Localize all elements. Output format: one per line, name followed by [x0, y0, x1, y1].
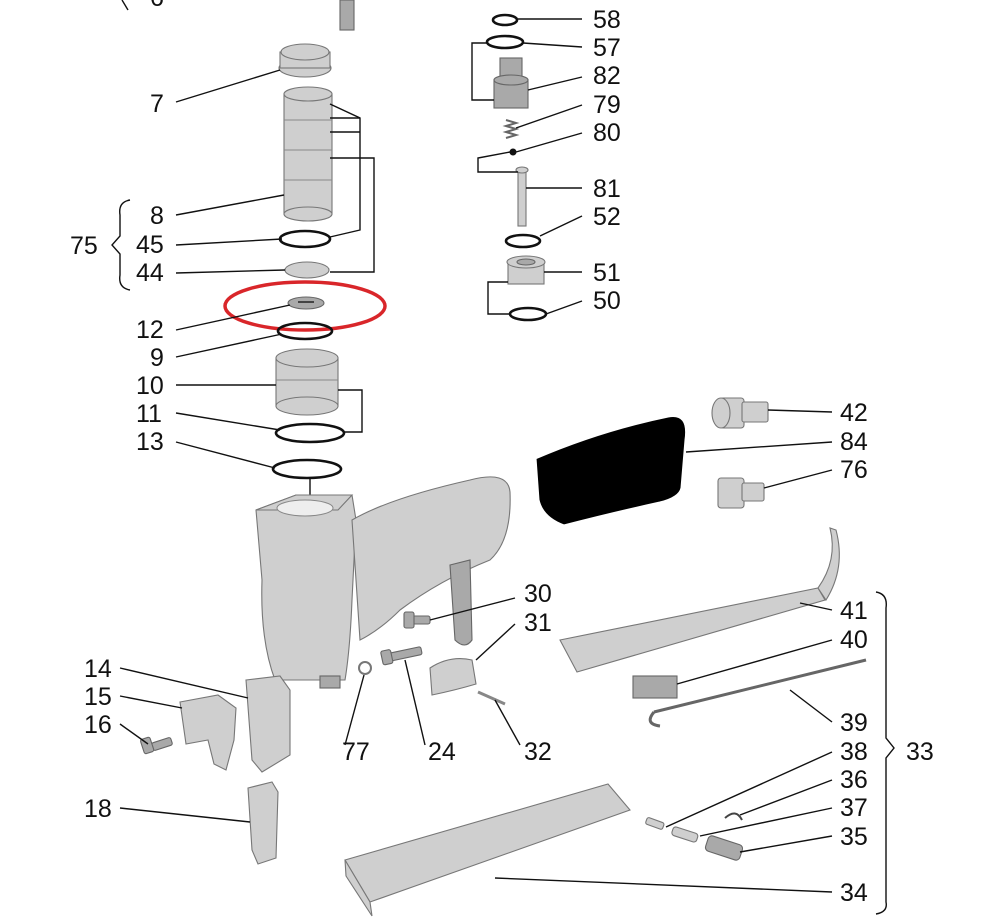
- part-6-rod: [339, 0, 355, 31]
- label-part-8: 8: [150, 202, 164, 230]
- label-part-37: 37: [840, 794, 868, 822]
- part-12-disc: [287, 296, 325, 310]
- label-part-34: 34: [840, 879, 868, 907]
- brace-75: [111, 199, 131, 291]
- label-part-6: 6: [150, 0, 164, 12]
- part-8-cylinder: [283, 86, 333, 222]
- part-11-o-ring: [274, 422, 346, 444]
- label-part-16: 16: [84, 711, 112, 739]
- label-part-39: 39: [840, 709, 868, 737]
- label-group-33: 33: [906, 738, 934, 766]
- main-housing: [255, 476, 511, 689]
- part-32-pin: [477, 690, 506, 706]
- leaders-valve-stack: [471, 18, 583, 315]
- part-35-sleeve: [704, 835, 744, 861]
- part-77-ring: [358, 661, 372, 675]
- label-part-44: 44: [136, 259, 164, 287]
- label-part-12: 12: [136, 316, 164, 344]
- brace-33: [875, 591, 895, 915]
- label-part-32: 32: [524, 738, 552, 766]
- part-14-plate: [245, 675, 291, 773]
- label-part-14: 14: [84, 655, 112, 683]
- label-part-42: 42: [840, 399, 868, 427]
- part-38-pin: [645, 817, 665, 830]
- leaders-fittings: [685, 409, 833, 489]
- part-13-o-ring: [271, 458, 343, 480]
- label-part-84: 84: [840, 428, 868, 456]
- part-82-valve: [493, 57, 529, 109]
- part-24-pin: [380, 646, 423, 666]
- part-40-block: [632, 675, 678, 699]
- part-42-fitting: [711, 397, 769, 429]
- label-part-45: 45: [136, 231, 164, 259]
- part-81-pin: [515, 166, 529, 227]
- part-76-plug: [717, 477, 765, 509]
- label-part-76: 76: [840, 456, 868, 484]
- part-9-o-ring: [276, 321, 334, 341]
- part-52-o-ring: [504, 233, 542, 249]
- part-50-o-ring: [508, 306, 548, 322]
- label-part-30: 30: [524, 580, 552, 608]
- part-57-o-ring: [485, 34, 525, 50]
- label-part-7: 7: [150, 90, 164, 118]
- bracket-6: [121, 0, 129, 11]
- label-part-9: 9: [150, 344, 164, 372]
- part-34-magazine: [344, 783, 631, 917]
- label-part-11: 11: [136, 400, 162, 428]
- label-group-75: 75: [70, 232, 98, 260]
- part-58-o-ring: [491, 13, 519, 27]
- label-part-13: 13: [136, 428, 164, 456]
- label-part-10: 10: [136, 372, 164, 400]
- part-39-rod: [648, 658, 867, 728]
- label-part-82: 82: [593, 62, 621, 90]
- label-part-40: 40: [840, 626, 868, 654]
- part-79-spring: [502, 119, 520, 139]
- part-15-bracket: [179, 694, 237, 771]
- label-part-77: 77: [342, 738, 370, 766]
- part-84-grip-pad: [533, 414, 689, 528]
- leaders-lower-left: [119, 667, 251, 823]
- label-part-50: 50: [593, 287, 621, 315]
- leaders-right: [494, 602, 833, 893]
- label-part-35: 35: [840, 823, 868, 851]
- label-part-79: 79: [593, 91, 621, 119]
- label-part-24: 24: [428, 738, 456, 766]
- label-part-51: 51: [593, 259, 621, 287]
- part-18-blade: [247, 781, 279, 865]
- highlight-ellipse: [223, 280, 387, 332]
- part-44-ring: [284, 261, 330, 279]
- leaders-left-stack: [175, 69, 375, 469]
- label-part-57: 57: [593, 34, 621, 62]
- label-part-81: 81: [593, 175, 621, 203]
- label-part-31: 31: [524, 609, 552, 637]
- part-16-screw: [140, 736, 173, 755]
- label-part-58: 58: [593, 6, 621, 34]
- part-36-clip: [724, 812, 743, 821]
- part-37-pin: [671, 826, 699, 843]
- part-30-screw: [403, 611, 431, 629]
- label-part-41: 41: [840, 597, 868, 625]
- part-10-piston: [275, 348, 339, 416]
- part-45-o-ring: [278, 229, 332, 249]
- part-80-ball: [509, 148, 517, 156]
- label-part-52: 52: [593, 203, 621, 231]
- part-31-trigger: [429, 658, 477, 696]
- part-41-rail: [559, 527, 840, 673]
- part-51-seat: [506, 255, 546, 285]
- label-part-18: 18: [84, 795, 112, 823]
- leaders-lower-middle: [344, 597, 521, 746]
- label-part-38: 38: [840, 738, 868, 766]
- label-part-36: 36: [840, 766, 868, 794]
- label-part-80: 80: [593, 119, 621, 147]
- label-part-15: 15: [84, 683, 112, 711]
- part-7-cap: [278, 43, 332, 78]
